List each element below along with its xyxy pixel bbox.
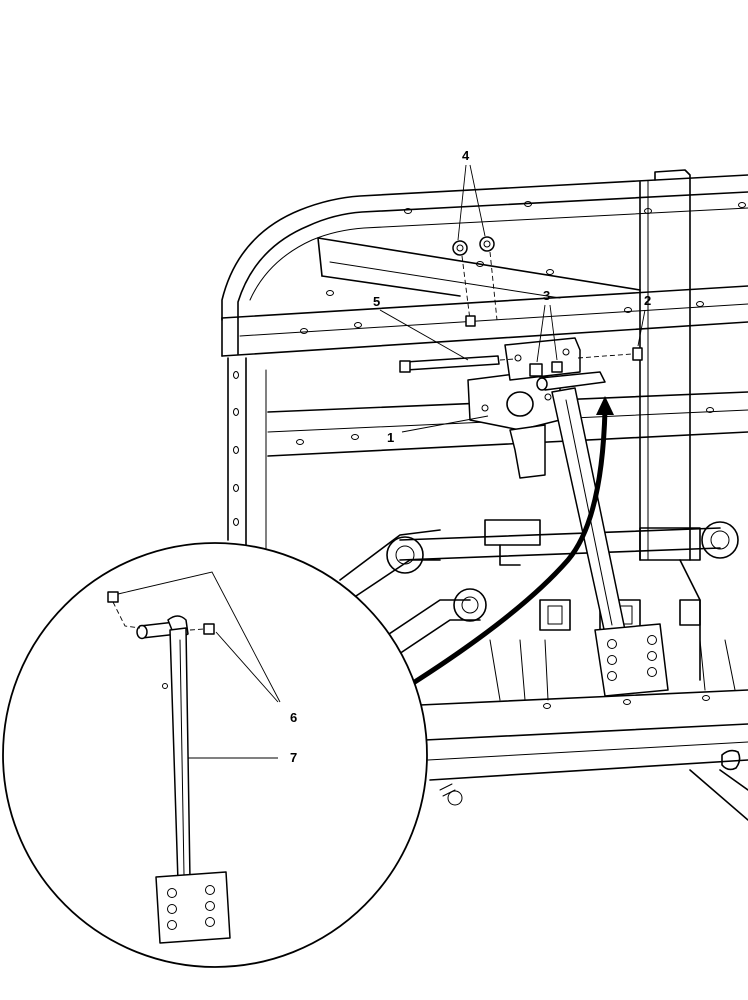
leader-lines bbox=[117, 164, 646, 759]
bolt-item-5 bbox=[399, 355, 516, 373]
bushings-item-3 bbox=[529, 361, 563, 377]
callout-4: 4 bbox=[462, 148, 470, 163]
installed-pedal-arm bbox=[551, 387, 669, 697]
callout-1: 1 bbox=[387, 430, 394, 445]
callout-5: 5 bbox=[373, 294, 380, 309]
detail-bolts-item-6 bbox=[107, 591, 215, 635]
callout-3: 3 bbox=[543, 288, 550, 303]
callout-6: 6 bbox=[290, 710, 297, 725]
detail-view-circle bbox=[2, 542, 428, 968]
callout-2: 2 bbox=[644, 293, 651, 308]
frame-bolt-holes bbox=[233, 201, 746, 709]
callout-7: 7 bbox=[290, 750, 297, 765]
nut-item-2 bbox=[577, 347, 643, 361]
detail-pedal-arm-item-7 bbox=[136, 615, 231, 944]
detail-arrow bbox=[408, 396, 614, 688]
nuts-item-4 bbox=[452, 236, 498, 327]
callout-labels: 4 5 3 2 1 6 7 bbox=[290, 148, 651, 765]
